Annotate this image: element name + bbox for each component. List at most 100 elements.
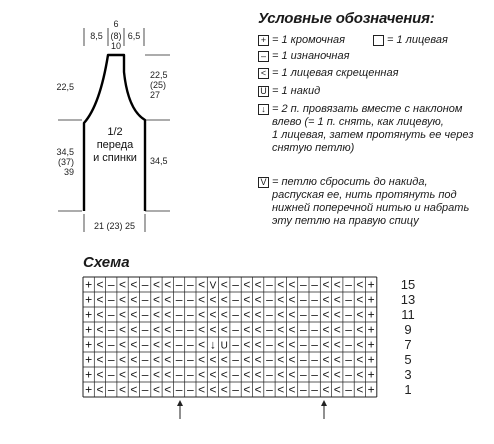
row-number: 13 [400,292,416,307]
legend-edge-stitch: = 1 кромочная [272,34,345,46]
legend-knit-stitch: = 1 лицевая [387,34,448,46]
stitch-symbol: + [85,353,92,367]
stitch-symbol: < [221,353,228,367]
stitch-symbol: V [210,281,217,292]
stitch-symbol: – [345,338,352,352]
row-number: 1 [404,382,412,397]
stitch-symbol: < [243,353,250,367]
stitch-symbol: – [187,368,194,382]
stitch-symbol: < [289,338,296,352]
stitch-symbol: < [356,308,363,322]
stitch-symbol: < [130,353,137,367]
stitch-symbol: – [176,293,183,307]
stitch-symbol: < [289,323,296,337]
row-number: 11 [401,307,415,322]
stitch-symbol: < [119,293,126,307]
stitch-symbol: < [255,368,262,382]
stitch-symbol: – [266,323,273,337]
stitch-symbol: – [108,323,115,337]
stitch-symbol: < [277,338,284,352]
stitch-symbol: < [356,323,363,337]
stitch-symbol: < [277,278,284,292]
stitch-symbol: < [322,353,329,367]
stitch-symbol: < [119,368,126,382]
stitch-symbol: < [198,293,205,307]
stitch-symbol: – [300,368,307,382]
pattern-outline [58,28,170,232]
stitch-symbol: + [85,368,92,382]
stitch-symbol: < [119,338,126,352]
stitch-symbol: + [368,308,375,322]
stitch-symbol: – [300,338,307,352]
stitch-symbol: – [345,308,352,322]
stitch-symbol: < [356,278,363,292]
stitch-symbol: < [356,368,363,382]
stitch-symbol: + [368,353,375,367]
top-width-main: 6 [113,19,119,29]
stitch-symbol: – [187,383,194,397]
stitch-symbol: – [187,293,194,307]
stitch-symbol: < [277,368,284,382]
stitch-symbol: – [176,323,183,337]
stitch-symbol: < [356,293,363,307]
stitch-symbol: < [119,278,126,292]
purl-stitch-icon: – [258,51,269,62]
stitch-symbol: < [221,323,228,337]
stitch-symbol: + [368,323,375,337]
stitch-symbol: < [198,383,205,397]
stitch-symbol: – [232,278,239,292]
stitch-symbol: – [232,368,239,382]
schema-title: Схема [83,254,130,271]
stitch-symbol: < [153,338,160,352]
stitch-symbol: – [176,383,183,397]
stitch-symbol: < [277,293,284,307]
row-number: 7 [404,337,412,352]
stitch-symbol: < [164,383,171,397]
stitch-symbol: < [164,338,171,352]
stitch-symbol: < [289,293,296,307]
stitch-symbol: – [311,383,318,397]
stitch-symbol: – [232,293,239,307]
stitch-symbol: < [289,308,296,322]
stitch-symbol: < [130,383,137,397]
stitch-symbol: – [232,308,239,322]
stitch-symbol: < [164,278,171,292]
stitch-symbol: < [130,323,137,337]
row-number: 15 [400,277,416,292]
stitch-symbol: + [368,383,375,397]
stitch-symbol: < [119,308,126,322]
stitch-symbol: – [300,308,307,322]
row-number: 5 [404,352,412,367]
stitch-symbol: < [96,293,103,307]
stitch-symbol: < [277,383,284,397]
stitch-symbol: + [368,293,375,307]
stitch-symbol: < [119,323,126,337]
stitch-symbol: < [153,278,160,292]
stitch-symbol: – [345,383,352,397]
stitch-symbol: – [311,338,318,352]
stitch-symbol: – [300,323,307,337]
right-height-lower: 34,5 [150,156,168,166]
stitch-symbol: < [243,368,250,382]
stitch-symbol: – [176,308,183,322]
stitch-symbol: < [322,293,329,307]
stitch-symbol: – [300,383,307,397]
stitch-symbol: + [85,278,92,292]
stitch-symbol: – [266,278,273,292]
stitch-symbol: – [300,353,307,367]
right-height-upper: 22,5 (25) 27 [150,70,168,100]
stitch-symbol: – [187,308,194,322]
stitch-symbol: < [334,323,341,337]
stitch-symbol: < [198,338,205,352]
stitch-symbol: < [221,308,228,322]
stitch-symbol: < [322,278,329,292]
stitch-symbol: < [356,338,363,352]
stitch-symbol: < [96,368,103,382]
stitch-symbol: < [96,338,103,352]
stitch-symbol: < [164,308,171,322]
stitch-symbol: < [277,308,284,322]
stitch-symbol: < [96,353,103,367]
repeat-arrow-head-icon [321,400,327,406]
stitch-symbol: < [221,293,228,307]
